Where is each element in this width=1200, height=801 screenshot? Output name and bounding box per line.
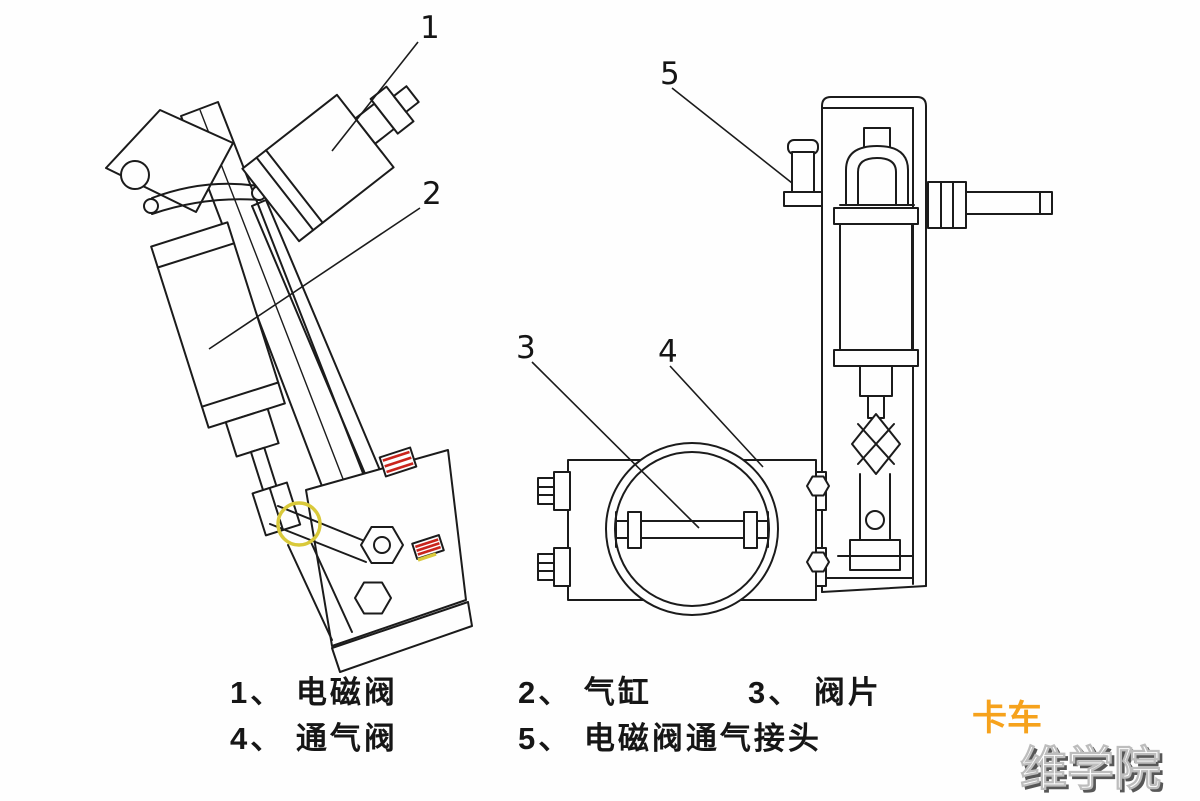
clevis-joint [851, 413, 901, 475]
wire-clip [143, 182, 267, 215]
hex-bolt-small [354, 581, 392, 615]
pivot-highlight-circle [276, 501, 322, 547]
top-bracket [105, 109, 234, 213]
callout-1: 1 [420, 10, 440, 46]
watermark-text-shadow: 维学院 [1023, 745, 1164, 798]
watermark: 卡车 维学院 维学院 [972, 699, 1164, 798]
legend-item-2: 2、 气缸 [518, 675, 652, 710]
legend-item-4: 4、 通气阀 [230, 721, 398, 756]
callout-3: 3 [516, 330, 536, 366]
lever-fork [837, 473, 913, 571]
flange-bolt-bottom [537, 553, 555, 581]
callout-2: 2 [422, 176, 442, 212]
pipe-clamp [839, 127, 915, 206]
leader-line-4 [669, 365, 764, 468]
legend-item-5: 5、 电磁阀通气接头 [518, 721, 822, 756]
watermark-brand-top: 卡车 [972, 699, 1042, 738]
right-assembly [537, 96, 1053, 616]
leader-line-2 [208, 207, 421, 350]
bottom-bracket [269, 446, 473, 673]
legend-item-1: 1、 电磁阀 [230, 675, 398, 710]
legend-item-3: 3、 阀片 [748, 675, 882, 710]
flange-bolt-top [537, 477, 555, 505]
yellow-mark [417, 552, 437, 562]
legend: 1、 电磁阀 2、 气缸 3、 阀片 4、 通气阀 5、 电磁阀通气接头 [230, 675, 882, 756]
leader-line-3 [531, 361, 700, 529]
watermark-brand-main: 维学院 [1020, 742, 1161, 795]
callout-4: 4 [658, 334, 678, 370]
valve-body-front [537, 442, 827, 616]
air-cylinder [150, 221, 302, 537]
hex-bolt-large [360, 526, 404, 564]
bolt-red-top [378, 446, 418, 478]
solenoid-valve [241, 85, 420, 243]
callout-5: 5 [660, 56, 680, 92]
left-assembly [105, 85, 473, 673]
callouts: 1 2 3 4 5 [208, 10, 793, 529]
leader-line-5 [671, 87, 793, 184]
valve-plate [615, 511, 769, 549]
cylinder-side-view [833, 207, 919, 419]
adjusting-rod [927, 181, 1053, 229]
bracket-attachment-bolts [806, 475, 830, 573]
vent-fitting [783, 139, 823, 207]
leader-line-1 [331, 41, 419, 152]
